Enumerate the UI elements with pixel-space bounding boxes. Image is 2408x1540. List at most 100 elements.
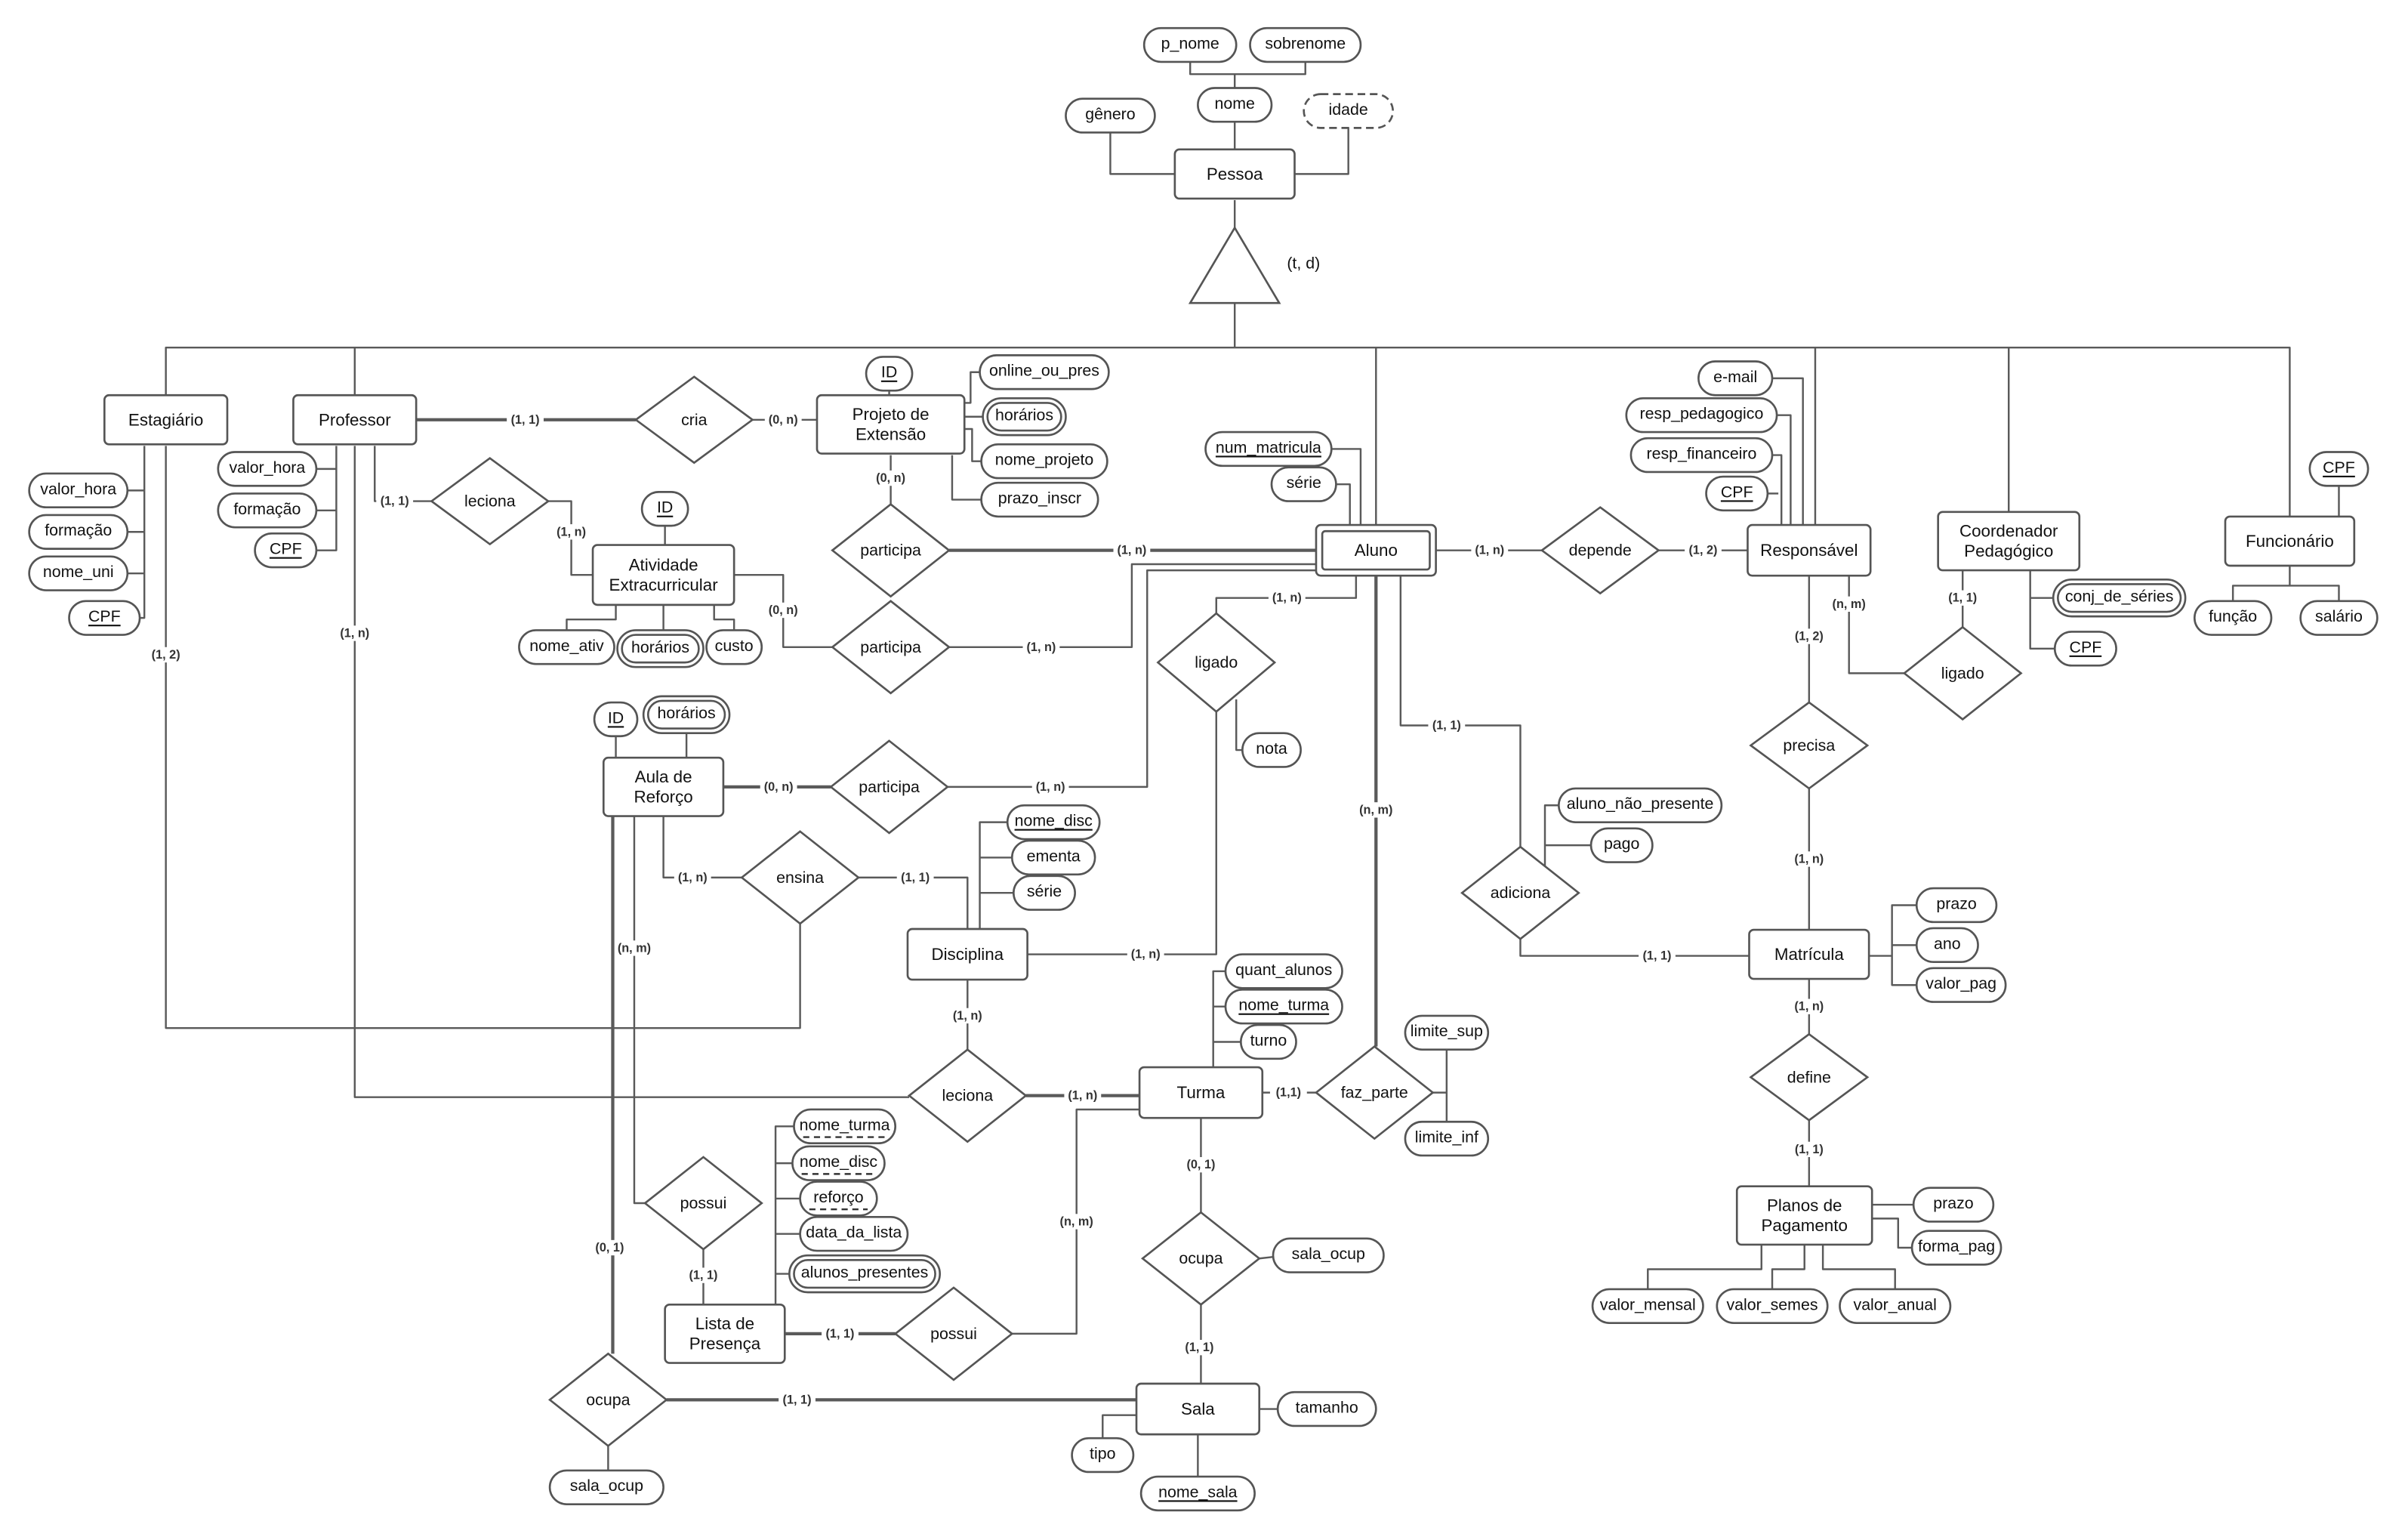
relationship-diamond[interactable]: [831, 600, 951, 695]
attribute-a_lista_disc[interactable]: nome_disc: [791, 1145, 886, 1181]
attribute-a_sala_tamanho[interactable]: tamanho: [1276, 1390, 1377, 1427]
attribute-a_mat_prazo[interactable]: prazo: [1915, 887, 1998, 924]
attribute-a_disc_serie[interactable]: série: [1012, 875, 1076, 911]
attribute-pill[interactable]: [1006, 804, 1101, 841]
relationship-r_faz_parte[interactable]: faz_parte: [1314, 1045, 1435, 1140]
attribute-a_est_nome_uni[interactable]: nome_uni: [28, 555, 129, 591]
attribute-pill[interactable]: [705, 629, 763, 665]
entity-responsavel[interactable]: Responsável: [1747, 523, 1872, 577]
attribute-a_nome[interactable]: nome: [1197, 87, 1273, 123]
attribute-pill[interactable]: [1270, 466, 1337, 502]
attribute-a_ativ_id[interactable]: ID: [640, 491, 689, 527]
attribute-a_lim_inf[interactable]: limite_inf: [1404, 1120, 1490, 1157]
entity-box[interactable]: [103, 393, 229, 446]
attribute-a_aluno_num[interactable]: num_matricula: [1204, 431, 1333, 468]
attribute-a_mat_valor[interactable]: valor_pag: [1915, 967, 2007, 1003]
attribute-pill[interactable]: [1142, 26, 1238, 63]
attribute-pill[interactable]: [2308, 451, 2369, 487]
relationship-diamond[interactable]: [1460, 845, 1580, 940]
attribute-a_turma_turno[interactable]: turno: [1239, 1023, 1297, 1060]
attribute-pill[interactable]: [28, 555, 129, 591]
attribute-pill[interactable]: [1625, 397, 1778, 434]
entity-box[interactable]: [602, 756, 725, 817]
attribute-a_ativ_horarios[interactable]: horários: [616, 629, 705, 668]
entity-box[interactable]: [906, 927, 1028, 981]
attribute-pill[interactable]: [1915, 967, 2007, 1003]
attribute-a_planos_forma[interactable]: forma_pag: [1910, 1230, 2003, 1266]
entity-estagiario[interactable]: Estagiário: [103, 393, 229, 446]
attribute-a_proj_online[interactable]: online_ou_pres: [979, 354, 1110, 390]
attribute-a_p_nome[interactable]: p_nome: [1142, 26, 1238, 63]
relationship-r_define[interactable]: define: [1749, 1032, 1870, 1122]
attribute-pill[interactable]: [68, 600, 141, 636]
attribute-a_turma_quant[interactable]: quant_alunos: [1224, 953, 1343, 989]
attribute-a_lim_sup[interactable]: limite_sup: [1404, 1014, 1490, 1051]
relationship-diamond[interactable]: [1141, 1211, 1261, 1306]
attribute-pill[interactable]: [793, 1108, 897, 1145]
attribute-pill[interactable]: [979, 354, 1110, 390]
attribute-pill[interactable]: [1910, 1230, 2003, 1266]
relationship-diamond[interactable]: [1749, 701, 1870, 790]
relationship-diamond[interactable]: [829, 739, 949, 835]
attribute-a_adic_nao_presente[interactable]: aluno_não_presente: [1557, 787, 1723, 823]
entity-pessoa[interactable]: Pessoa: [1173, 148, 1296, 200]
relationship-r_ligado_coord[interactable]: ligado: [1902, 625, 2023, 721]
attribute-a_sala_nome[interactable]: nome_sala: [1139, 1475, 1256, 1512]
attribute-a_planos_anual[interactable]: valor_anual: [1839, 1288, 1952, 1324]
relationship-r_participa_proj[interactable]: participa: [831, 502, 951, 598]
attribute-a_proj_horarios[interactable]: horários: [982, 397, 1067, 437]
attribute-a_mat_ano[interactable]: ano: [1915, 927, 1979, 964]
attribute-pill[interactable]: [1139, 1475, 1256, 1512]
relationship-r_possui_lista[interactable]: possui: [643, 1156, 763, 1251]
attribute-pill[interactable]: [1204, 431, 1333, 468]
relationship-diamond[interactable]: [893, 1286, 1014, 1381]
attribute-a_est_cpf[interactable]: CPF: [68, 600, 141, 636]
relationship-diamond[interactable]: [547, 1352, 668, 1448]
attribute-pill[interactable]: [1697, 360, 1774, 397]
attribute-pill[interactable]: [254, 532, 318, 569]
attribute-a_est_valor_hora[interactable]: valor_hora: [28, 472, 129, 509]
attribute-pill[interactable]: [1272, 1237, 1385, 1273]
relationship-r_depende[interactable]: depende: [1540, 506, 1660, 595]
attribute-pill[interactable]: [1404, 1014, 1490, 1051]
attribute-pill[interactable]: [2053, 631, 2117, 667]
attribute-pill[interactable]: [799, 1216, 909, 1252]
attribute-a_planos_semes[interactable]: valor_semes: [1716, 1288, 1829, 1324]
entity-aluno[interactable]: Aluno: [1315, 523, 1437, 577]
relationship-diamond[interactable]: [831, 502, 951, 598]
entity-box[interactable]: [1747, 523, 1872, 577]
generalization-triangle[interactable]: [1188, 225, 1281, 304]
attribute-a_ocupa2_sala_ocup[interactable]: sala_ocup: [548, 1469, 664, 1505]
attribute-pill[interactable]: [1629, 437, 1774, 474]
attribute-pill[interactable]: [217, 451, 318, 487]
entity-box[interactable]: [664, 1303, 786, 1364]
attribute-pill[interactable]: [791, 1145, 886, 1181]
attribute-a_adic_pago[interactable]: pago: [1589, 827, 1654, 863]
attribute-pill[interactable]: [980, 481, 1099, 518]
attribute-a_genero[interactable]: gênero: [1065, 97, 1156, 134]
attribute-pill[interactable]: [865, 356, 914, 392]
attribute-pill[interactable]: [1915, 887, 1998, 924]
relationship-r_possui_turma[interactable]: possui: [893, 1286, 1014, 1381]
attribute-pill[interactable]: [593, 701, 639, 738]
attribute-pill[interactable]: [799, 1180, 878, 1217]
attribute-a_coord_cpf[interactable]: CPF: [2053, 631, 2117, 667]
relationship-diamond[interactable]: [1540, 506, 1660, 595]
attribute-pill[interactable]: [217, 492, 318, 529]
entity-box[interactable]: [591, 544, 735, 606]
attribute-pill[interactable]: [1071, 1437, 1135, 1474]
attribute-pill[interactable]: [1404, 1120, 1490, 1157]
attribute-a_nota[interactable]: nota: [1241, 732, 1302, 768]
attribute-pill[interactable]: [1224, 989, 1343, 1025]
relationship-r_precisa[interactable]: precisa: [1749, 701, 1870, 790]
entity-box[interactable]: [1138, 1066, 1264, 1119]
entity-box[interactable]: [292, 393, 418, 446]
attribute-pill[interactable]: [1241, 732, 1302, 768]
attribute-pill[interactable]: [1839, 1288, 1952, 1324]
attribute-a_ativ_nome[interactable]: nome_ativ: [518, 629, 615, 665]
relationship-diamond[interactable]: [1749, 1032, 1870, 1122]
attribute-a_func_salario[interactable]: salário: [2299, 600, 2379, 636]
relationship-r_ensina[interactable]: ensina: [740, 830, 861, 925]
